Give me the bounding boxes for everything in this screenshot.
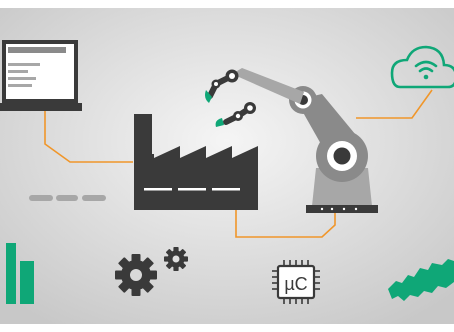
factory-to-robot-line [235, 207, 336, 238]
gears-icon [115, 247, 188, 296]
microcontroller-label: µC [284, 274, 307, 294]
robot-arm-icon [205, 68, 378, 213]
microcontroller-icon: µC [272, 260, 320, 304]
cloud-wifi-icon [390, 45, 454, 89]
connector-lines [44, 89, 433, 238]
region-map-icon [388, 259, 454, 301]
bar-chart-icon [6, 243, 34, 304]
factory-icon [134, 114, 258, 210]
robot-to-cloud-line [356, 89, 433, 119]
laptop-to-factory-line [44, 110, 133, 163]
laptop-icon [0, 40, 82, 111]
dashes-icon [29, 195, 106, 201]
